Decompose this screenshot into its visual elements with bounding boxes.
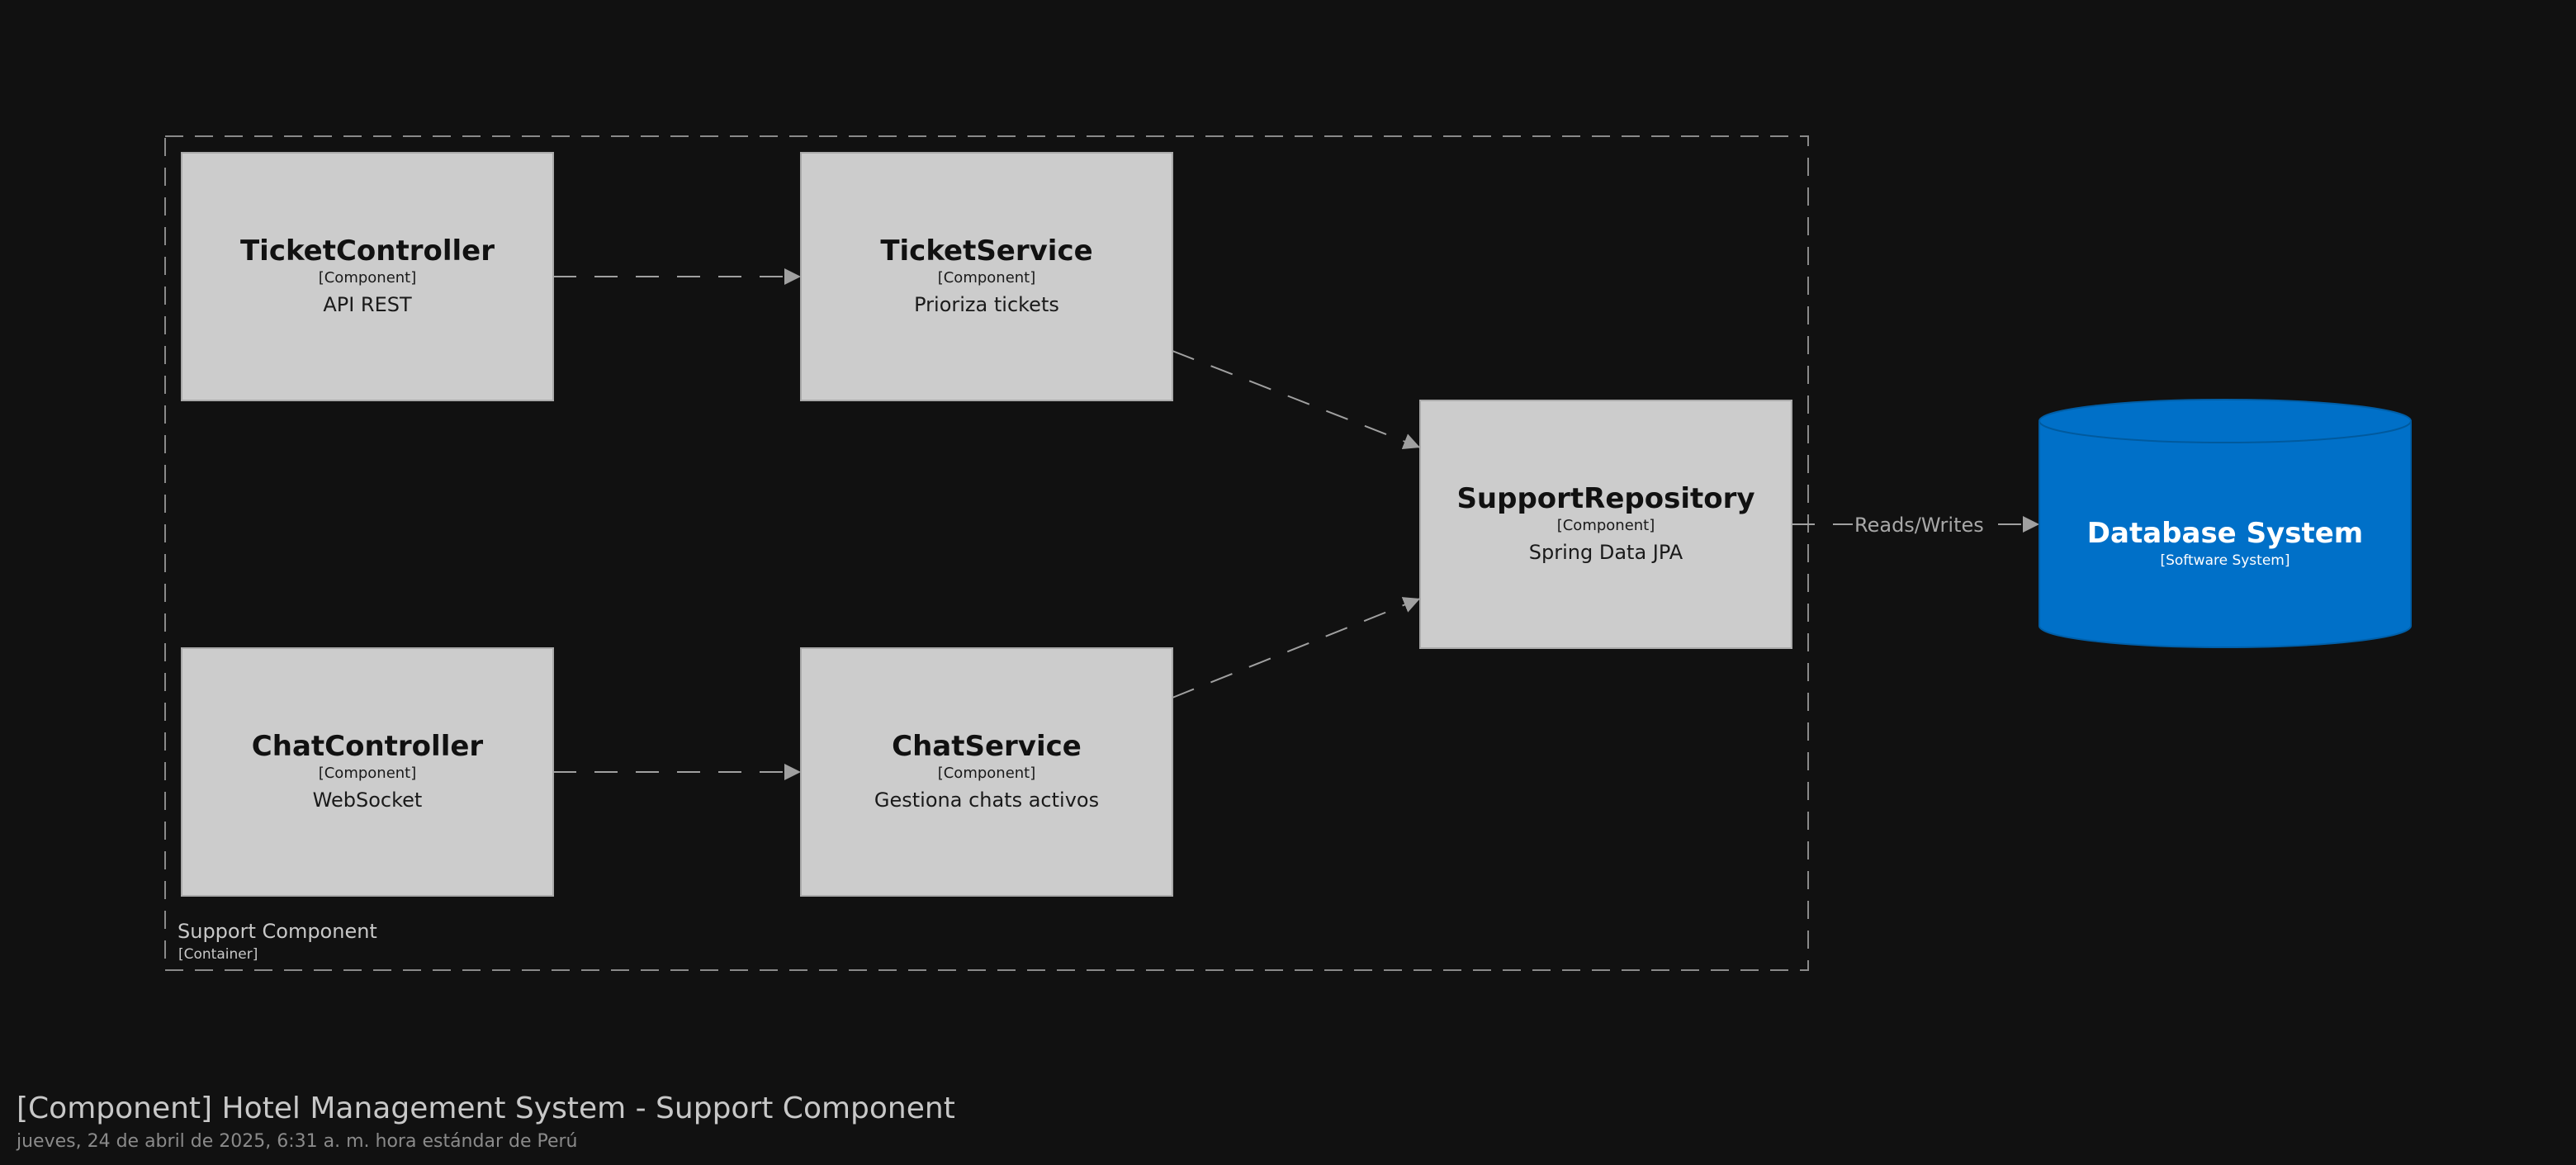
component-name: ChatService: [892, 730, 1082, 763]
database-type: [Software System]: [2160, 552, 2290, 569]
rel-label-reads-writes: Reads/Writes: [1854, 514, 1984, 537]
component-name: TicketService: [880, 234, 1092, 268]
component-description: Prioriza tickets: [914, 293, 1059, 316]
component-type: [Component]: [319, 765, 417, 782]
rel-chatservice-repository[interactable]: [1172, 597, 1421, 699]
database-system[interactable]: Database System [Software System]: [2039, 399, 2412, 648]
component-type: [Component]: [938, 269, 1036, 287]
component-type: [Component]: [938, 765, 1036, 782]
component-description: Spring Data JPA: [1529, 541, 1683, 564]
boundary-type: [Container]: [178, 946, 258, 963]
component-chat-service[interactable]: ChatService [Component] Gestiona chats a…: [800, 647, 1173, 897]
component-ticket-service[interactable]: TicketService [Component] Prioriza ticke…: [800, 152, 1173, 401]
database-name: Database System: [2087, 517, 2363, 550]
boundary-name: Support Component: [178, 920, 377, 943]
component-description: API REST: [323, 293, 412, 316]
database-cylinder-icon: [2039, 399, 2412, 648]
component-description: Gestiona chats activos: [874, 789, 1099, 812]
database-cylinder-rim: [2039, 420, 2412, 443]
rel-label-bg: [1843, 507, 1982, 540]
rel-ticketservice-repository[interactable]: [1172, 350, 1421, 450]
component-name: SupportRepository: [1456, 482, 1754, 515]
container-boundary: Support Component [Container]: [164, 135, 1809, 971]
component-chat-controller[interactable]: ChatController [Component] WebSocket: [181, 647, 554, 897]
component-name: TicketController: [240, 234, 495, 268]
component-ticket-controller[interactable]: TicketController [Component] API REST: [181, 152, 554, 401]
component-support-repository[interactable]: SupportRepository [Component] Spring Dat…: [1419, 400, 1792, 649]
relationships: Reads/Writes: [553, 268, 2039, 780]
component-type: [Component]: [319, 269, 417, 287]
diagram-date: jueves, 24 de abril de 2025, 6:31 a. m. …: [17, 1131, 578, 1152]
component-name: ChatController: [252, 730, 484, 763]
diagram-title: [Component] Hotel Management System - Su…: [17, 1092, 955, 1125]
component-description: WebSocket: [313, 789, 423, 812]
component-type: [Component]: [1557, 517, 1655, 534]
